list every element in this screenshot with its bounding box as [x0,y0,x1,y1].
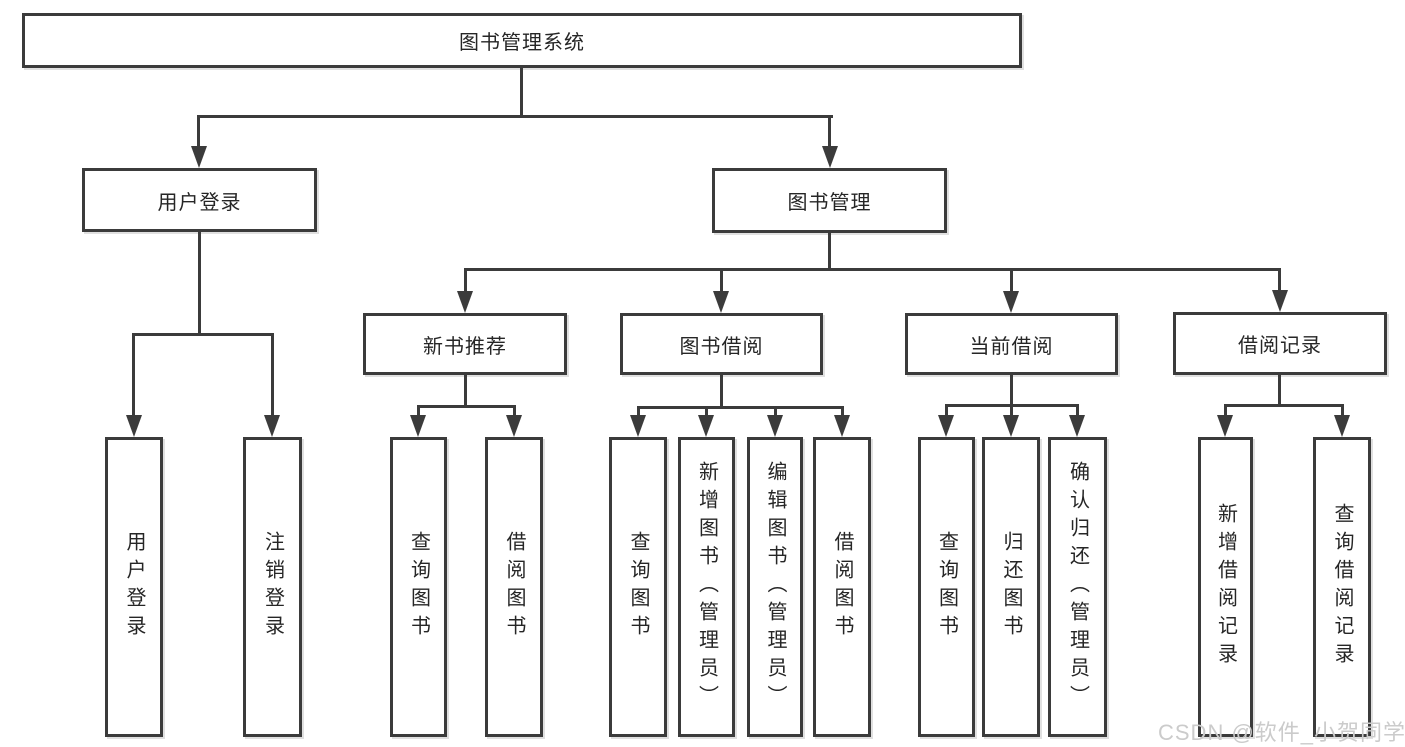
connector-line [464,268,467,293]
arrow-down-icon [1272,290,1288,312]
connector-line [1224,404,1227,418]
leaf-current-return-books: 归还图书 [982,437,1040,737]
leaf-records-query-record: 查询借阅记录 [1313,437,1371,737]
leaf-label: 新增借阅记录 [1214,503,1237,671]
connector-line [1278,268,1281,293]
leaf-label: 借阅图书 [831,531,853,643]
node-current-borrow: 当前借阅 [905,313,1118,375]
node-new-book-recommend: 新书推荐 [363,313,567,375]
connector-line [197,115,833,118]
leaf-newbook-borrow-books: 借阅图书 [485,437,543,737]
connector-line [464,268,1281,271]
node-label: 新书推荐 [423,335,507,358]
leaf-borrow-add-books-admin: 新增图书（管理员） [678,437,735,737]
node-borrow-records: 借阅记录 [1173,312,1387,375]
node-root-library-system: 图书管理系统 [22,13,1022,68]
connector-line [1010,375,1013,406]
node-label: 当前借阅 [969,335,1054,358]
node-label: 图书借阅 [679,335,764,358]
node-label: 图书管理 [787,192,872,214]
arrow-down-icon [1003,291,1019,313]
leaf-label: 注销登录 [261,531,284,643]
connector-line [1224,404,1344,407]
leaf-user-login: 用户登录 [105,437,163,737]
arrow-down-icon [630,415,646,437]
connector-line [705,406,708,418]
leaf-label: 借阅图书 [503,531,525,643]
leaf-label: 查询图书 [407,531,430,643]
leaf-label: 查询借阅记录 [1331,503,1353,671]
connector-line [1278,375,1281,406]
arrow-down-icon [1217,415,1233,437]
connector-line [1010,268,1013,293]
leaf-label: 确认归还（管理员） [1066,461,1089,713]
leaf-current-confirm-return-admin: 确认归还（管理员） [1048,437,1107,737]
connector-line [464,375,467,407]
arrow-down-icon [767,415,783,437]
arrow-down-icon [938,415,954,437]
arrow-down-icon [410,415,426,437]
arrow-down-icon [1334,415,1350,437]
connector-line [828,233,831,270]
leaf-logout: 注销登录 [243,437,302,737]
node-book-management: 图书管理 [712,168,947,233]
leaf-current-query-books: 查询图书 [918,437,975,737]
connector-line [197,115,200,148]
arrow-down-icon [822,146,838,168]
arrow-down-icon [126,415,142,437]
connector-line [417,405,420,418]
node-user-login: 用户登录 [82,168,317,232]
connector-line [945,404,948,418]
connector-line [132,333,274,336]
arrow-down-icon [506,415,522,437]
leaf-borrow-edit-books-admin: 编辑图书（管理员） [747,437,803,737]
connector-line [841,406,844,418]
node-label: 用户登录 [157,191,242,214]
leaf-label: 用户登录 [123,531,145,643]
leaf-borrow-query-books: 查询图书 [609,437,667,737]
leaf-label: 查询图书 [627,531,649,643]
leaf-newbook-query-books: 查询图书 [390,437,447,737]
arrow-down-icon [713,291,729,313]
arrow-down-icon [457,291,473,313]
connector-line [271,333,274,417]
node-label: 图书管理系统 [459,32,585,54]
connector-line [198,232,201,335]
connector-line [417,405,516,408]
leaf-label: 归还图书 [1000,531,1022,643]
arrow-down-icon [264,415,280,437]
arrow-down-icon [1003,415,1019,437]
connector-line [720,375,723,408]
leaf-label: 新增图书（管理员） [695,461,718,713]
connector-line [637,406,844,409]
arrow-down-icon [698,415,714,437]
connector-line [1076,404,1079,418]
connector-line [720,268,723,293]
leaf-label: 查询图书 [935,531,958,643]
node-label: 借阅记录 [1238,335,1322,357]
leaf-borrow-borrow-books: 借阅图书 [813,437,871,737]
arrow-down-icon [834,415,850,437]
node-book-borrow: 图书借阅 [620,313,823,375]
connector-line [132,333,135,417]
connector-line [828,115,831,148]
connector-line [1010,404,1013,418]
connector-line [520,68,523,117]
leaf-label: 编辑图书（管理员） [764,461,786,713]
connector-line [774,406,777,418]
connector-line [637,406,640,418]
csdn-watermark: CSDN @软件_小贺同学 [1158,720,1405,745]
connector-line [1341,404,1344,418]
arrow-down-icon [1069,415,1085,437]
connector-line [513,405,516,418]
arrow-down-icon [191,146,207,168]
leaf-records-add-record: 新增借阅记录 [1198,437,1253,737]
